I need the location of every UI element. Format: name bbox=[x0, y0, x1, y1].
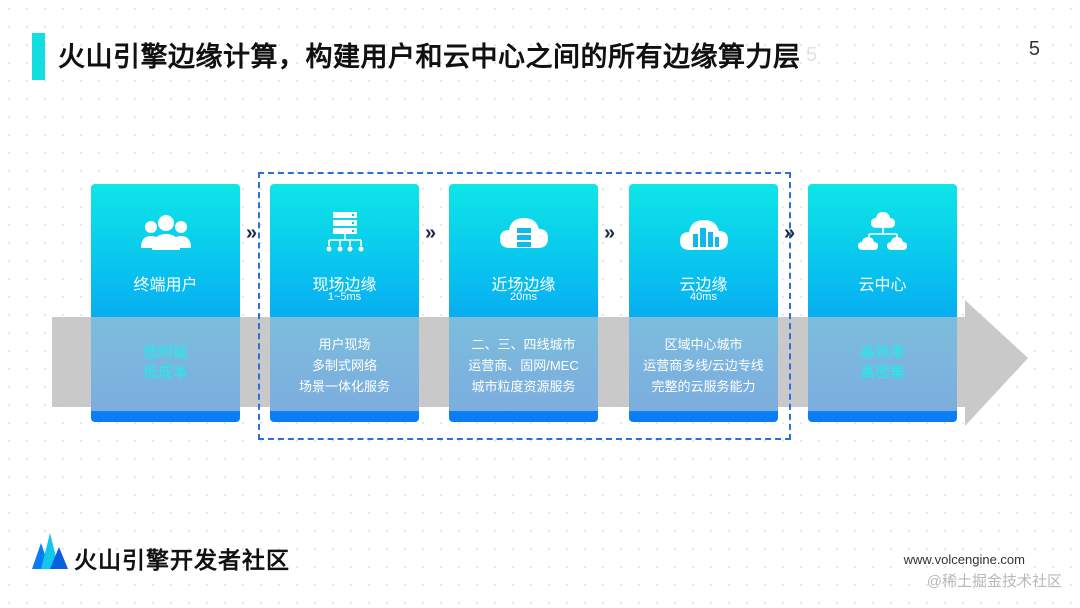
card-terminal-user: 终端用户 低时延 低成本 bbox=[91, 184, 240, 422]
card-desc-line: 城市粒度资源服务 bbox=[471, 379, 576, 394]
card-desc-line: 高效率 bbox=[859, 344, 905, 361]
card-latency: 1~5ms bbox=[327, 291, 362, 303]
card-desc-line: 多制式网络 bbox=[311, 358, 377, 373]
card-desc-line: 二、三、四线城市 bbox=[471, 337, 576, 352]
card-latency: 40ms bbox=[690, 291, 717, 303]
chevron-right-icon: » bbox=[784, 222, 795, 244]
card-desc-line: 完整的云服务能力 bbox=[651, 379, 756, 394]
card-cloud-edge: 云边缘 40ms 区域中心城市 运营商多线/云边专线 完整的云服务能力 bbox=[629, 184, 778, 422]
card-desc-line: 区域中心城市 bbox=[664, 337, 743, 352]
card-desc-line: 场景一体化服务 bbox=[298, 379, 390, 394]
card-desc-line: 高密集 bbox=[859, 364, 905, 381]
users-icon bbox=[140, 215, 191, 250]
brand-name: 火山引擎开发者社区 bbox=[74, 547, 290, 573]
ghost-page-number: 5 bbox=[806, 44, 818, 66]
card-name: 云中心 bbox=[858, 277, 907, 294]
volcengine-logo-icon bbox=[32, 533, 68, 569]
card-desc-line: 低时延 bbox=[142, 344, 188, 361]
chevron-right-icon: » bbox=[604, 222, 615, 244]
cloud-server-icon bbox=[499, 218, 548, 248]
card-desc-line: 运营商、固网/MEC bbox=[468, 358, 579, 373]
card-desc-panel: 高效率 高密集 bbox=[808, 317, 957, 411]
watermark: @稀土掘金技术社区 bbox=[926, 573, 1062, 590]
card-desc-panel: 用户现场 多制式网络 场景一体化服务 bbox=[270, 317, 419, 411]
card-name: 现场边缘 bbox=[312, 277, 377, 294]
card-desc-panel: 区域中心城市 运营商多线/云边专线 完整的云服务能力 bbox=[629, 317, 778, 411]
card-onsite-edge: 现场边缘 1~5ms 用户现场 多制式网络 场景一体化服务 bbox=[270, 184, 419, 422]
card-nearfield-edge: 近场边缘 20ms 二、三、四线城市 运营商、固网/MEC 城市粒度资源服务 bbox=[449, 184, 598, 422]
card-name: 终端用户 bbox=[133, 277, 198, 294]
page-number: 5 bbox=[1028, 38, 1040, 60]
card-name: 近场边缘 bbox=[491, 277, 556, 294]
card-latency: 20ms bbox=[510, 291, 537, 303]
card-desc: 二、三、四线城市 运营商、固网/MEC 城市粒度资源服务 bbox=[449, 334, 598, 397]
card-desc: 高效率 高密集 bbox=[808, 343, 957, 383]
card-desc: 用户现场 多制式网络 场景一体化服务 bbox=[270, 334, 419, 397]
card-desc: 区域中心城市 运营商多线/云边专线 完整的云服务能力 bbox=[629, 334, 778, 397]
card-desc-line: 低成本 bbox=[142, 364, 188, 381]
card-desc-line: 用户现场 bbox=[318, 337, 371, 352]
chevron-right-icon: » bbox=[425, 222, 436, 244]
footer-url: www.volcengine.com bbox=[903, 552, 1025, 567]
cloud-network-icon bbox=[857, 212, 907, 250]
title-accent-bar bbox=[32, 33, 45, 80]
card-desc-panel: 二、三、四线城市 运营商、固网/MEC 城市粒度资源服务 bbox=[449, 317, 598, 411]
card-desc-panel: 低时延 低成本 bbox=[91, 317, 240, 411]
edge-group-box bbox=[258, 172, 791, 440]
chevron-right-icon: » bbox=[246, 222, 257, 244]
card-name: 云边缘 bbox=[679, 277, 728, 294]
card-desc: 低时延 低成本 bbox=[91, 343, 240, 383]
cloud-city-icon bbox=[679, 220, 728, 250]
server-network-icon bbox=[326, 212, 363, 252]
page-title: 火山引擎边缘计算，构建用户和云中心之间的所有边缘算力层 bbox=[58, 42, 801, 72]
card-cloud-center: 云中心 高效率 高密集 bbox=[808, 184, 957, 422]
card-desc-line: 运营商多线/云边专线 bbox=[643, 358, 764, 373]
